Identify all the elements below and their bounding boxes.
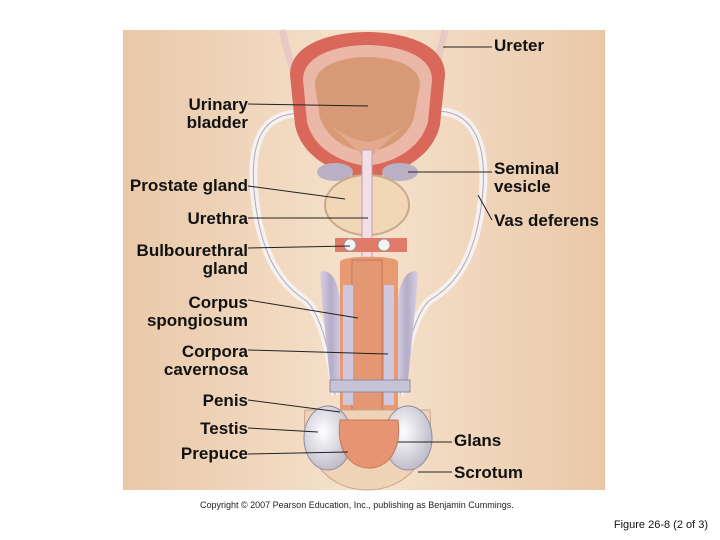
vas-deferens-left-edge — [252, 112, 336, 396]
leader-penis — [247, 399, 341, 413]
glans — [338, 419, 400, 469]
label-prostate-gland: Prostate gland — [129, 176, 248, 195]
label-vas-deferens: Vas deferens — [494, 211, 599, 230]
label-glans: Glans — [454, 431, 502, 450]
corpus-spongiosum — [351, 259, 383, 431]
label-corpus-spongiosum: Corpus spongiosum — [146, 293, 248, 330]
figure-caption: Figure 26-8 (2 of 3) — [613, 519, 708, 531]
label-urinary-bladder: Urinary bladder — [186, 95, 248, 132]
cavernous-body-inner-left — [343, 285, 353, 405]
label-urethra: Urethra — [187, 209, 248, 228]
label-penis: Penis — [202, 391, 248, 410]
leader-urinary-bladder — [247, 103, 369, 107]
label-prepuce: Prepuce — [180, 444, 248, 463]
vas-deferens-right-edge — [399, 110, 484, 396]
fascia-band — [329, 379, 411, 393]
label-seminal-vesicle: Seminal vesicle — [494, 159, 560, 196]
seminal-vesicle-right — [382, 163, 418, 181]
leader-corpora-cavernosa — [247, 349, 389, 355]
label-bulbourethral-gland: Bulbourethral gland — [136, 241, 248, 278]
cavernous-body-inner-right — [384, 285, 394, 405]
leader-bulbourethral-gland — [247, 245, 351, 249]
leader-testis — [247, 427, 319, 433]
corpus-cavernosum-right — [396, 271, 418, 380]
leader-prepuce — [247, 451, 349, 455]
copyright-text: Copyright © 2007 Pearson Education, Inc.… — [200, 500, 514, 510]
bladder-lumen — [315, 57, 420, 152]
leader-corpus-spongiosum — [247, 299, 359, 319]
seminal-vesicle-left — [317, 163, 353, 181]
label-corpora-cavernosa: Corpora cavernosa — [163, 342, 248, 379]
leader-vas-deferens — [477, 194, 493, 221]
leader-prostate-gland — [247, 185, 346, 200]
label-ureter: Ureter — [494, 36, 545, 55]
bulbourethral-gland-left — [343, 238, 357, 252]
label-testis: Testis — [200, 419, 248, 438]
label-scrotum: Scrotum — [454, 463, 523, 482]
bulbourethral-gland-right — [377, 238, 391, 252]
leader-lines — [247, 46, 493, 473]
